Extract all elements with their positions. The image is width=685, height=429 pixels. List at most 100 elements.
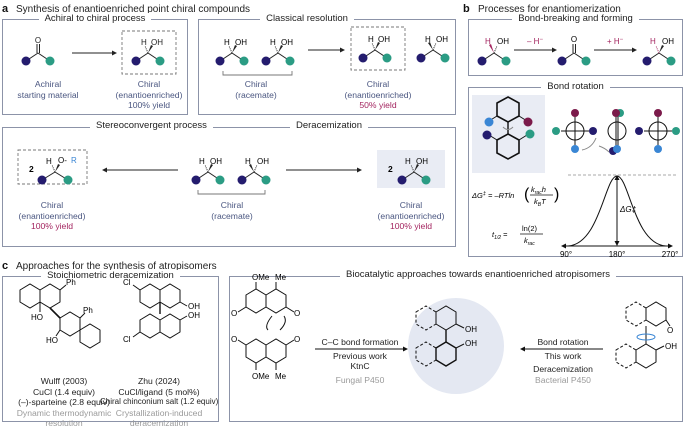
svg-text:O: O xyxy=(231,335,237,344)
svg-text:Ph: Ph xyxy=(66,278,76,287)
svg-text:krac: krac xyxy=(524,236,535,247)
biaryl-magenta-group xyxy=(523,117,533,127)
product-highlight-circle xyxy=(408,298,504,394)
svg-text:H: H xyxy=(199,157,205,166)
deracemization-title: Deracemization xyxy=(290,120,368,131)
biaryl-navy-group xyxy=(482,130,492,140)
biaryl-structure xyxy=(488,96,528,160)
svg-text:H: H xyxy=(46,157,52,166)
newman-projection-2 xyxy=(607,109,627,155)
zhu-caption: Zhu (2024) CuCl/ligand (5 mol%) Chiral c… xyxy=(100,376,219,428)
achiral-to-chiral-box: Achiral to chiral process xyxy=(2,13,188,115)
resolution-product: H OH xyxy=(358,35,392,63)
panel-c-letter: c xyxy=(2,260,9,272)
svg-text:OH: OH xyxy=(257,157,269,166)
racemate-enantiomer-1: H OH xyxy=(215,38,249,66)
stereoconvergent-title: Stereoconvergent process xyxy=(90,120,213,131)
panel-b-letter: b xyxy=(463,3,470,15)
resolution-product-caption: Chiral (enantioenriched) 50% yield xyxy=(344,79,412,110)
gibbs-equation: ΔG‡ = –RTln ( krach kBT ) xyxy=(471,185,559,208)
svg-text:H: H xyxy=(270,38,276,47)
bond-rotation-title: Bond rotation xyxy=(469,81,682,93)
svg-text:OH: OH xyxy=(465,339,477,348)
svg-text:OH: OH xyxy=(378,35,390,44)
resolution-box-title: Classical resolution xyxy=(159,13,455,25)
svg-text:H: H xyxy=(405,157,411,166)
half-life-equation: t1/2 = ln(2) krac xyxy=(492,224,543,247)
svg-text:O: O xyxy=(571,35,577,44)
svg-text:H: H xyxy=(425,35,431,44)
biocatalytic-title: Biocatalytic approaches towards enantioe… xyxy=(340,269,617,280)
bond-breaking-title: Bond-breaking and forming xyxy=(469,13,682,25)
svg-text:(: ( xyxy=(524,186,530,203)
zhu-dichloro-binol xyxy=(132,283,188,339)
starting-alcohol: H OH xyxy=(477,37,511,66)
svg-text:OH: OH xyxy=(416,157,428,166)
teal-substituent xyxy=(45,56,55,66)
coumarin-monomer-top xyxy=(237,282,295,314)
svg-text:kBT: kBT xyxy=(534,197,547,208)
panel-c-title: Approaches for the synthesis of atropiso… xyxy=(16,261,217,272)
achiral-product-caption: Chiral (enantioenriched) 100% yield xyxy=(115,79,183,110)
svg-text:O-: O- xyxy=(58,156,67,165)
resolution-unwanted-enantiomer: H OH xyxy=(416,35,450,63)
chiral-alcohol-product: H OH xyxy=(131,38,165,66)
stoichiometric-box: Stoichiometric deracemization xyxy=(2,270,219,422)
achiral-box-title: Achiral to chiral process xyxy=(3,13,187,25)
panel-a-letter: a xyxy=(2,3,9,15)
hydride-addition-label: + H− xyxy=(607,37,624,46)
svg-text:): ) xyxy=(554,186,559,203)
svg-text:Cl: Cl xyxy=(123,335,131,344)
bond-breaking-box: Bond-breaking and forming xyxy=(468,13,683,76)
deracemization-bracket xyxy=(197,190,266,195)
svg-text:OH: OH xyxy=(465,325,477,334)
previous-work-caption: C–C bond formation Previous work KtnC Fu… xyxy=(321,337,399,385)
newman-projection-1 xyxy=(552,109,597,153)
svg-text:2: 2 xyxy=(29,164,34,174)
svg-text:Cl: Cl xyxy=(123,278,131,287)
tick-180: 180° xyxy=(609,250,626,259)
svg-text:H: H xyxy=(224,38,230,47)
tick-270: 270° xyxy=(662,250,679,259)
bond-rotation-box: Bond rotation xyxy=(468,81,683,257)
svg-text:OH: OH xyxy=(235,38,247,47)
svg-text:OMe: OMe xyxy=(252,273,270,282)
achiral-ketone: O xyxy=(21,36,55,66)
svg-text:OH: OH xyxy=(436,35,448,44)
svg-text:2: 2 xyxy=(388,164,393,174)
svg-text:Me: Me xyxy=(275,372,287,381)
svg-text:OH: OH xyxy=(497,37,509,46)
resolution-start-caption: Chiral (racemate) xyxy=(235,79,277,100)
svg-text:t1/2 =: t1/2 = xyxy=(492,230,508,241)
biaryl-blue-group xyxy=(484,117,494,127)
rotation-arrow-icon xyxy=(502,126,514,130)
svg-text:Me: Me xyxy=(275,273,287,282)
deracemization-start-caption: Chiral (racemate) xyxy=(211,200,253,221)
svg-text:H: H xyxy=(368,35,374,44)
atropisomer-product xyxy=(415,305,465,367)
svg-text:Ph: Ph xyxy=(83,306,93,315)
ketone-intermediate: O xyxy=(557,35,591,66)
oxygen-label: O xyxy=(35,36,41,45)
svg-text:OH: OH xyxy=(662,37,674,46)
racemate-enantiomer-2: H OH xyxy=(261,38,295,66)
svg-text:OMe: OMe xyxy=(252,372,270,381)
stereoconvergent-product: H O- R xyxy=(37,156,77,185)
svg-text:OH: OH xyxy=(188,311,200,320)
wulff-vaulted-biaryl xyxy=(19,283,101,349)
svg-text:OH: OH xyxy=(210,157,222,166)
svg-text:R: R xyxy=(71,156,77,165)
svg-text:HO: HO xyxy=(46,336,58,345)
svg-text:OH: OH xyxy=(665,342,677,351)
svg-text:H: H xyxy=(650,37,656,46)
deracemization-product-caption: Chiral (enantioenriched) 100% yield xyxy=(377,200,445,231)
svg-text:H: H xyxy=(141,38,147,47)
classical-resolution-box: Classical resolution xyxy=(198,13,456,115)
resolution-product-box xyxy=(350,26,406,71)
svg-text:OH: OH xyxy=(281,38,293,47)
svg-text:HO: HO xyxy=(31,313,43,322)
svg-text:O: O xyxy=(667,326,673,335)
svg-text:O: O xyxy=(294,309,300,318)
